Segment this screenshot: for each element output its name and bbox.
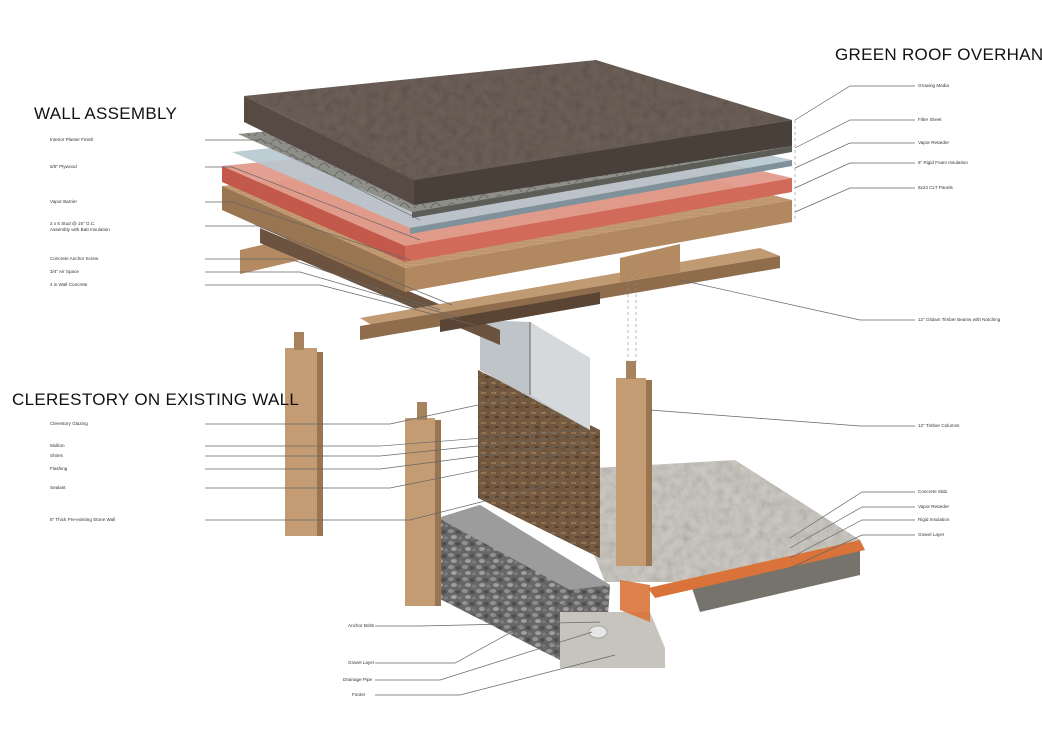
leader-lines: [205, 85, 915, 696]
callout-plywood: 5/8" Plywood: [50, 164, 77, 169]
callout-concrete-slab: Concrete Slab: [918, 489, 948, 494]
callout-clerestory-glazing: Clerestory Glazing: [50, 421, 88, 426]
callout-timber-columns: 12" Timber Columns: [918, 423, 960, 428]
callout-flashing: Flashing: [50, 466, 68, 471]
callout-rigid-foam-insulation: 6" Rigid Foam Insulation: [918, 160, 968, 165]
callout-vapor-barrier: Vapor Barrier: [50, 199, 77, 204]
callout-timber-beams: 12" Glulam Timber Beams with Notching: [918, 317, 1001, 322]
callout-vapor-retarder: Vapor Retarder: [918, 140, 950, 145]
callout-filter-sheet: Filter Sheet: [918, 117, 942, 122]
clerestory-heading: CLERESTORY ON EXISTING WALL: [12, 390, 300, 409]
callout-anchor-bolts: Anchor Bolts: [348, 623, 375, 628]
timber-column: [285, 332, 323, 536]
callout-existing-stone-wall: 8" Thick Pre-existing Stone Wall: [50, 517, 116, 522]
callout-slab-vapor-retarder: Vapor Retarder: [918, 504, 950, 509]
callout-stud-wall: 2 x 6 Stud @ 16" O.C. Assembly with Batt…: [50, 221, 110, 232]
callout-mullion: Mullion: [50, 443, 65, 448]
timber-column: [616, 361, 652, 566]
green-roof-overhang-heading: GREEN ROOF OVERHANG: [835, 45, 1042, 64]
growing-media-layer: [244, 60, 792, 205]
dashed-guides: [627, 120, 796, 362]
callout-footer: Footer: [352, 692, 366, 697]
callout-rigid-insulation: Rigid Insulation: [918, 517, 950, 522]
callout-air-space: 3/4" Air Space: [50, 269, 79, 274]
callout-sealant: Sealant: [50, 485, 66, 490]
callout-clt-panels: 6x24 CLT Panels: [918, 185, 953, 190]
existing-stone-wall: [478, 320, 600, 558]
timber-column: [405, 402, 441, 606]
callout-gravel-layer-slab: Gravel Layer: [918, 532, 945, 537]
callout-gravel-layer: Gravel Layer: [348, 660, 375, 665]
callout-interior-plaster-finish: Interior Plaster Finish: [50, 137, 94, 142]
callout-growing-media: Growing Media: [918, 83, 949, 88]
wall-assembly-heading: WALL ASSEMBLY: [34, 104, 178, 123]
callout-concrete-anchor-screw: Concrete Anchor Screw: [50, 256, 99, 261]
callout-shims: Shims: [50, 453, 63, 458]
callout-existing-concrete: 4 in Wall Concrete: [50, 282, 88, 287]
roof-layers: [222, 60, 792, 292]
callout-drainage-pipe: Drainage Pipe: [343, 677, 373, 682]
